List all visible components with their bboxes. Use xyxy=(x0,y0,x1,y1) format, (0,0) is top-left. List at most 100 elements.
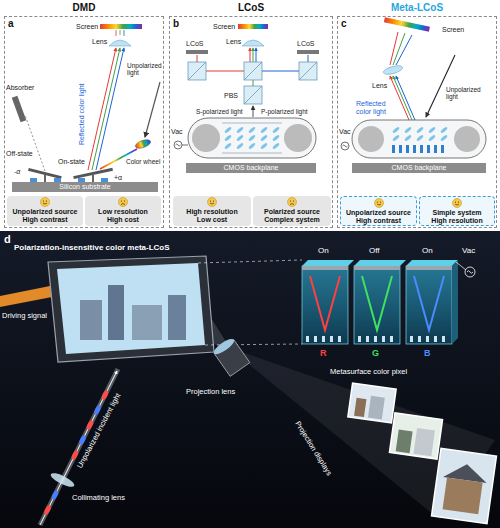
illustration-part xyxy=(348,383,396,423)
text-label: LCoS xyxy=(297,40,315,48)
illustration-part xyxy=(308,55,309,62)
illustration-part xyxy=(343,145,348,147)
illustration-part xyxy=(374,336,377,342)
illustration-part xyxy=(134,138,151,150)
illustration-part xyxy=(406,260,458,266)
verdict-box: Polarized source Complex system xyxy=(253,196,331,226)
happy-face xyxy=(452,198,462,208)
illustration-part xyxy=(354,266,400,344)
illustration-part xyxy=(399,145,402,153)
illustration-part xyxy=(354,260,406,266)
text-label: Driving signal xyxy=(2,312,47,320)
illustration-part xyxy=(452,260,458,344)
verdict-box: Simple system High resolution xyxy=(419,196,495,226)
substrate-bar: CMOS backplane xyxy=(186,163,316,173)
text-label: Lens xyxy=(92,38,107,46)
illustration-part xyxy=(244,62,262,80)
illustration-part xyxy=(124,30,125,36)
dmd-illustration xyxy=(12,24,160,182)
illustration-part xyxy=(362,276,392,330)
text-label: Unpolarized light xyxy=(127,62,163,76)
illustration-part xyxy=(322,336,325,342)
text-label: Screen xyxy=(442,26,464,34)
illustration-part xyxy=(297,50,319,54)
illustration-part xyxy=(253,80,254,86)
substrate-bar: CMOS backplane xyxy=(352,163,486,173)
illustration-part xyxy=(392,145,444,153)
illustration-part xyxy=(100,24,142,29)
illustration-part xyxy=(260,126,268,133)
text-label: P-polarized light xyxy=(261,108,308,115)
panel-letter: d xyxy=(4,233,11,245)
illustration-part xyxy=(330,336,333,342)
illustration-part xyxy=(108,285,124,340)
illustration-part xyxy=(120,30,121,35)
text-label: On-state xyxy=(58,158,85,166)
panel-letter: b xyxy=(173,18,179,29)
text-label: Polarization-insensitive color meta-LCoS xyxy=(14,244,170,253)
illustration-part xyxy=(299,62,317,80)
lcos-illustration xyxy=(174,24,319,158)
illustration-part xyxy=(222,153,282,154)
illustration-part xyxy=(406,266,452,270)
text-label: Reflected color light xyxy=(78,84,86,145)
illustration-part xyxy=(406,145,409,153)
illustration-part xyxy=(236,350,495,520)
bar-label: CMOS backplane xyxy=(186,163,316,173)
text-label: Vac xyxy=(171,128,183,136)
illustration-part xyxy=(358,336,361,342)
illustration-part xyxy=(392,134,400,141)
text-label: On xyxy=(422,247,433,256)
illustration-part xyxy=(392,126,448,141)
verdict-text: Polarized source Complex system xyxy=(261,208,323,224)
illustration-part xyxy=(441,145,444,153)
illustration-part xyxy=(310,276,340,330)
illustration-part xyxy=(224,134,232,141)
illustration-part xyxy=(366,336,369,342)
face-part xyxy=(293,200,294,201)
illustration-part xyxy=(224,142,232,149)
illustration-part xyxy=(416,134,424,141)
text-label: Vac xyxy=(339,128,351,136)
projected-image xyxy=(432,448,497,523)
illustration-part xyxy=(465,267,475,277)
panel-d-frame: d xyxy=(0,231,500,528)
illustration-part xyxy=(206,71,244,72)
illustration-part xyxy=(392,145,395,153)
face-part xyxy=(121,200,122,201)
verdict-box: Unpolarized source High contrast xyxy=(340,196,417,226)
illustration-part xyxy=(302,260,354,266)
text-label: Lens xyxy=(226,38,241,46)
text-label: Off-state xyxy=(6,150,33,158)
illustration-part xyxy=(253,106,254,117)
illustration-part xyxy=(116,30,117,36)
face-part xyxy=(210,203,214,204)
illustration-part xyxy=(96,48,124,170)
illustration-part xyxy=(182,145,188,146)
illustration-part xyxy=(413,428,434,456)
text-label: On xyxy=(318,247,329,256)
illustration-part xyxy=(212,336,236,356)
verdict-box: High resolution Low cost xyxy=(173,196,251,226)
illustration-part xyxy=(25,115,45,171)
bar-label: CMOS backplane xyxy=(352,163,486,173)
face-part xyxy=(210,200,211,201)
face-part xyxy=(121,204,125,205)
illustration-part xyxy=(414,276,444,330)
illustration-part xyxy=(272,126,280,133)
illustration-part xyxy=(262,71,299,72)
illustration-part xyxy=(260,142,268,149)
illustration-part xyxy=(410,336,413,342)
illustration-part xyxy=(456,262,466,270)
face-part xyxy=(458,201,459,202)
sad-face xyxy=(287,197,297,207)
illustration-part xyxy=(224,126,232,133)
illustration-part xyxy=(442,336,445,342)
text-label: -α xyxy=(14,168,20,176)
illustration-part xyxy=(341,142,349,150)
illustration-part xyxy=(80,300,102,340)
text-label: Screen xyxy=(76,23,98,31)
illustration-part xyxy=(92,48,120,170)
illustration-part xyxy=(420,145,423,153)
happy-face xyxy=(374,198,384,208)
